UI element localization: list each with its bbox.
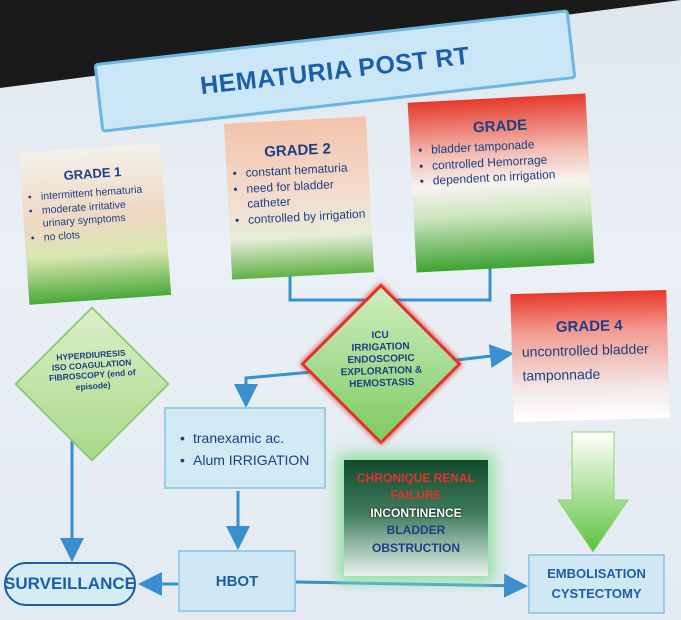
surveillance-label: SURVEILLANCE bbox=[4, 574, 136, 593]
diamond-left-text: HYPERDIURESIS ISO COAGULATION FIBROSCOPY… bbox=[31, 346, 154, 395]
treatment-item: Alum IRRIGATION bbox=[180, 449, 318, 472]
grade3-box: GRADE bladder tamponade controlled Hemor… bbox=[407, 93, 595, 273]
grade1-title: GRADE 1 bbox=[63, 164, 122, 184]
grade4-box: GRADE 4 uncontrolled bladder tamponnade bbox=[510, 289, 670, 423]
treatment-item: tranexamic ac. bbox=[180, 427, 318, 450]
complication-line: OBSTRUCTION bbox=[372, 540, 460, 555]
treatment-box: tranexamic ac. Alum IRRIGATION bbox=[164, 407, 326, 489]
complication-line: FAILURE bbox=[390, 488, 442, 503]
page-title: HEMATURIA POST RT bbox=[198, 41, 472, 100]
grade4-title: GRADE 4 bbox=[555, 317, 623, 336]
complication-line: INCONTINENCE bbox=[370, 505, 462, 520]
surveillance-box: SURVEILLANCE bbox=[4, 562, 136, 606]
grade1-box: GRADE 1 intermittent hematuria moderate … bbox=[18, 143, 172, 305]
grade2-title: GRADE 2 bbox=[263, 140, 332, 161]
complication-line: CHRONIQUE RENAL bbox=[356, 471, 475, 485]
embolisation-box: EMBOLISATION CYSTECTOMY bbox=[528, 554, 665, 614]
complication-line: BLADDER bbox=[386, 523, 446, 538]
grade2-box: GRADE 2 constant hematuria need for blad… bbox=[224, 116, 374, 280]
hbot-box: HBOT bbox=[178, 550, 296, 612]
complications-box: CHRONIQUE RENAL FAILURE INCONTINENCE BLA… bbox=[344, 460, 488, 576]
hbot-label: HBOT bbox=[215, 572, 259, 590]
grade4-text: uncontrolled bladder tamponnade bbox=[521, 340, 649, 384]
embolisation-line: CYSTECTOMY bbox=[551, 585, 642, 601]
embolisation-line: EMBOLISATION bbox=[547, 566, 646, 581]
diamond-center-text: ICU IRRIGATION ENDOSCOPIC EXPLORATION & … bbox=[305, 327, 457, 392]
